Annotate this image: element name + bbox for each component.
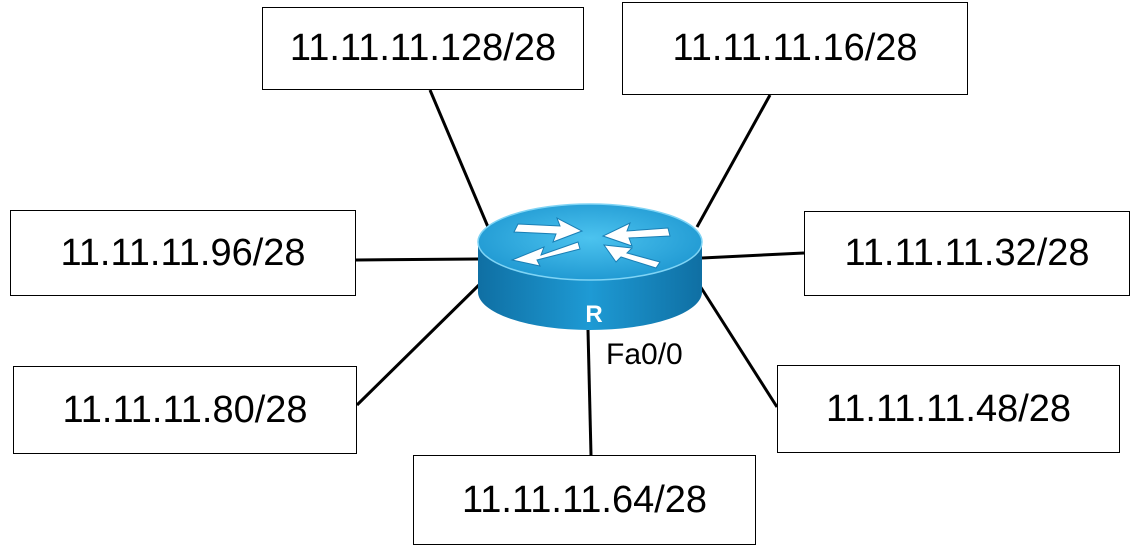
subnet-label: 11.11.11.128/28 <box>289 27 557 69</box>
subnet-label: 11.11.11.16/28 <box>672 27 918 69</box>
link-32 <box>701 251 805 260</box>
subnet-box-16: 11.11.11.16/28 <box>622 2 968 95</box>
subnet-label: 11.11.11.64/28 <box>461 478 708 521</box>
subnet-box-96: 11.11.11.96/28 <box>10 210 356 296</box>
subnet-box-80: 11.11.11.80/28 <box>13 366 357 454</box>
router-label: R <box>585 301 602 328</box>
subnet-label: 11.11.11.80/28 <box>62 388 308 431</box>
subnet-box-48: 11.11.11.48/28 <box>777 365 1120 453</box>
link-64 <box>586 329 593 456</box>
router-icon: R <box>477 203 703 330</box>
link-80 <box>355 280 484 407</box>
subnet-box-128: 11.11.11.128/28 <box>262 7 584 90</box>
subnet-label: 11.11.11.96/28 <box>60 231 306 274</box>
subnet-box-32: 11.11.11.32/28 <box>804 211 1130 296</box>
connection-lines <box>355 89 805 456</box>
subnet-label: 11.11.11.32/28 <box>844 232 1090 274</box>
link-96 <box>355 257 479 262</box>
interface-label: Fa0/0 <box>606 338 683 371</box>
subnet-label: 11.11.11.48/28 <box>825 387 1072 430</box>
link-48 <box>698 285 779 408</box>
link-128 <box>428 89 490 228</box>
subnet-box-64: 11.11.11.64/28 <box>413 455 756 545</box>
link-16 <box>695 94 772 228</box>
